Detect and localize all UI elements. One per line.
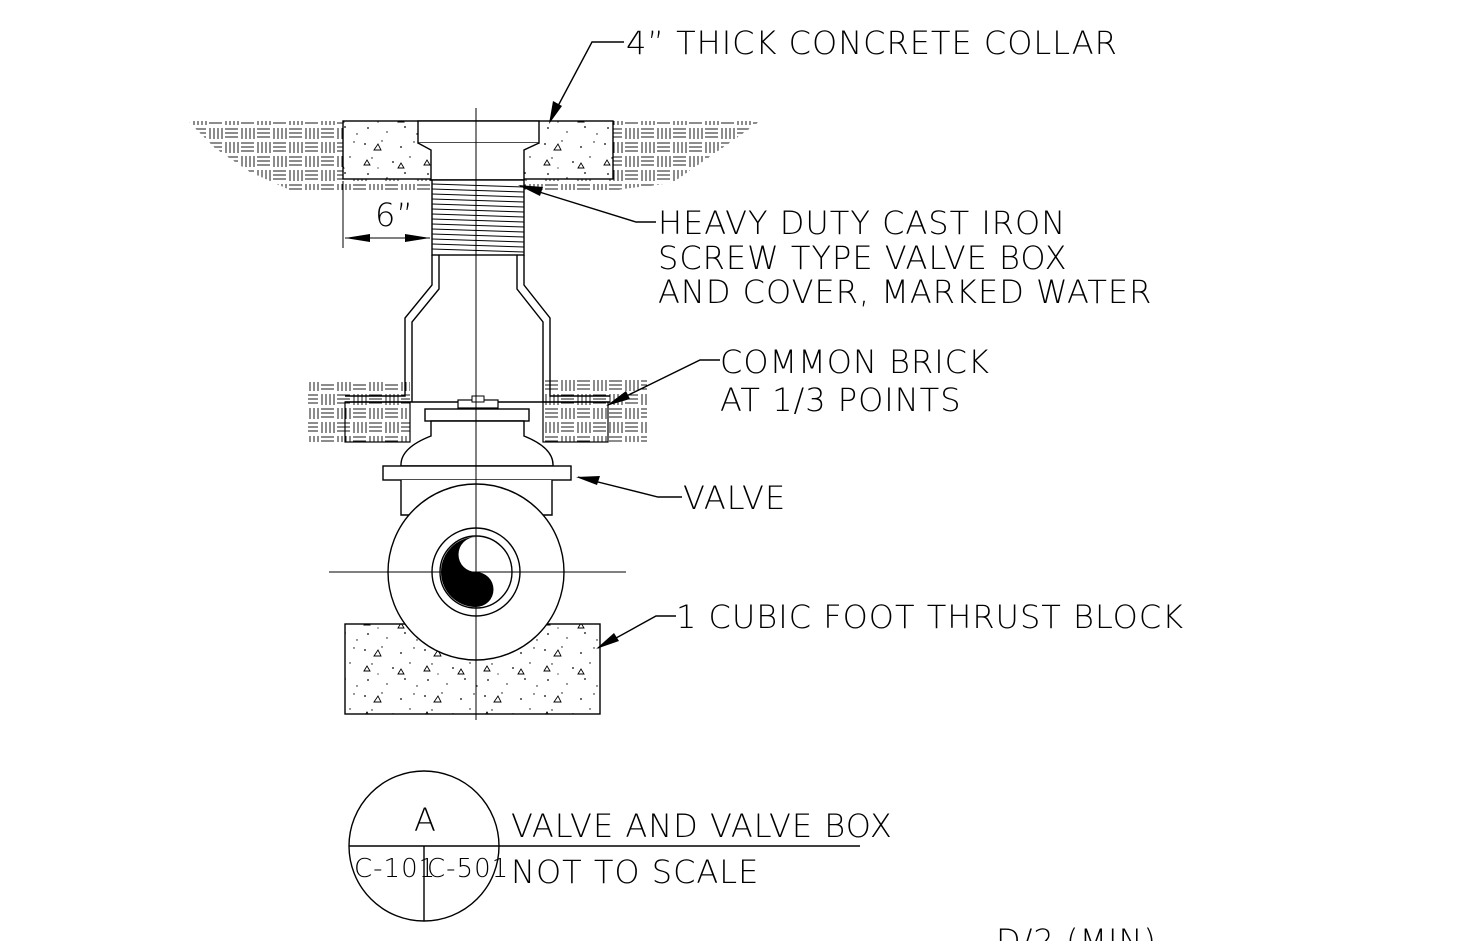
detail-scale: NOT TO SCALE bbox=[511, 853, 759, 891]
brick-support-left bbox=[308, 382, 411, 443]
label-valve-box-line3: AND COVER, MARKED WATER bbox=[658, 273, 1152, 311]
thread-line bbox=[431, 183, 525, 188]
thread-line bbox=[431, 213, 525, 218]
center-lines bbox=[329, 108, 626, 720]
leader-valve-box bbox=[518, 185, 656, 223]
thread-line bbox=[431, 218, 525, 223]
thrust-block bbox=[344, 623, 601, 715]
label-concrete-collar: 4” THICK CONCRETE COLLAR bbox=[626, 24, 1118, 62]
thread-line bbox=[431, 198, 525, 203]
detail-letter: A bbox=[414, 801, 437, 839]
dimension-label: 6” bbox=[375, 196, 414, 234]
label-brick-line1: COMMON BRICK bbox=[720, 343, 990, 381]
cut-off-dimension-text: D/2 (MIN) bbox=[996, 922, 1157, 941]
thread-line bbox=[431, 223, 525, 228]
leader-thrust-block bbox=[596, 615, 676, 649]
thread-line bbox=[431, 208, 525, 213]
detail-title: VALVE AND VALVE BOX bbox=[511, 807, 893, 845]
sheet-reference-left: C-101 bbox=[354, 854, 436, 884]
thread-line bbox=[431, 228, 525, 233]
thread-line bbox=[431, 238, 525, 243]
detail-title-bubble bbox=[348, 770, 860, 922]
thread-line bbox=[431, 188, 525, 193]
thread-line bbox=[431, 193, 525, 198]
thread-line bbox=[431, 233, 525, 238]
dimension-6in bbox=[342, 181, 430, 248]
sheet-reference-right: C-501 bbox=[427, 854, 509, 884]
leader-brick bbox=[606, 359, 720, 406]
thread-line bbox=[431, 248, 525, 253]
valve-box-cover bbox=[417, 120, 540, 181]
label-valve-box-line1: HEAVY DUTY CAST IRON bbox=[658, 204, 1066, 242]
valve-box-screw-threads bbox=[431, 179, 525, 256]
brick-support-right bbox=[542, 380, 647, 443]
thread-line bbox=[431, 203, 525, 208]
label-valve: VALVE bbox=[683, 479, 786, 517]
valve-box-body bbox=[345, 255, 610, 402]
leader-valve bbox=[576, 476, 682, 498]
leader-collar bbox=[549, 41, 624, 124]
label-valve-box-line2: SCREW TYPE VALVE BOX bbox=[658, 239, 1067, 277]
thread-line bbox=[431, 243, 525, 248]
label-brick-line2: AT 1/3 POINTS bbox=[720, 381, 962, 419]
label-thrust-block: 1 CUBIC FOOT THRUST BLOCK bbox=[676, 598, 1184, 636]
